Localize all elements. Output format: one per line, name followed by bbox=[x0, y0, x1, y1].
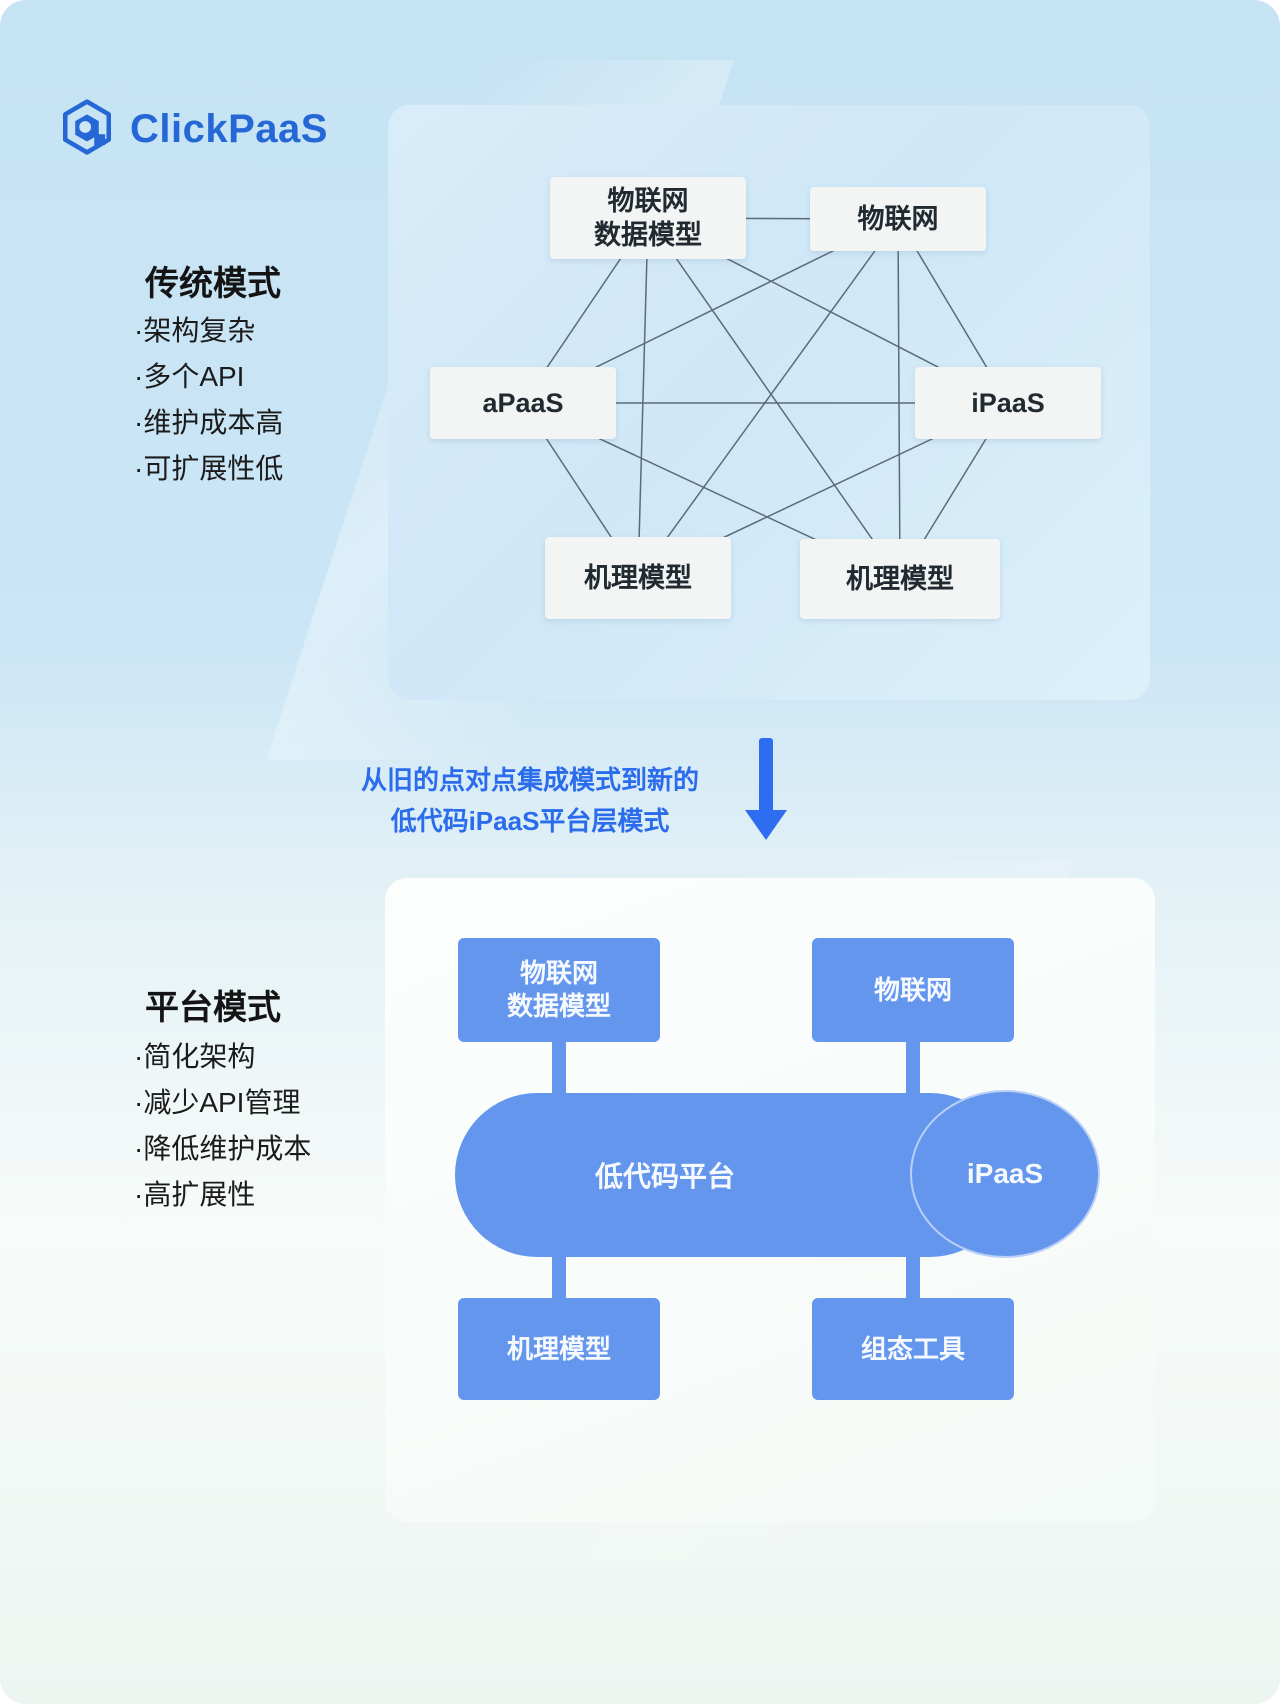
bullet-item: ·多个API bbox=[134, 361, 245, 392]
down-arrow-head-icon bbox=[745, 810, 787, 840]
node-mechanism-left: 机理模型 bbox=[545, 537, 731, 619]
connector-line bbox=[552, 1253, 566, 1303]
transition-caption: 从旧的点对点集成模式到新的 低代码iPaaS平台层模式 bbox=[330, 760, 730, 842]
connector-line bbox=[906, 1253, 920, 1303]
node-mechanism-right: 机理模型 bbox=[800, 539, 1000, 619]
connector-line bbox=[906, 1040, 920, 1098]
bullet-item: ·简化架构 bbox=[134, 1041, 256, 1072]
clickpaas-logo-icon bbox=[58, 98, 116, 161]
low-code-platform-label: 低代码平台 bbox=[594, 1161, 735, 1192]
platform-diagram: 物联网 数据模型 物联网 低代码平台 iPaaS 机理模型 组态工具 bbox=[385, 878, 1155, 1522]
node-ipaas: iPaaS bbox=[915, 367, 1101, 439]
transition-caption-line2: 低代码iPaaS平台层模式 bbox=[390, 806, 670, 836]
bullet-item: ·降低维护成本 bbox=[134, 1133, 312, 1164]
node-config-tool: 组态工具 bbox=[812, 1298, 1014, 1400]
node-iot: 物联网 bbox=[812, 938, 1014, 1042]
node-iot-data-model: 物联网 数据模型 bbox=[458, 938, 660, 1042]
node-apaas: aPaaS bbox=[430, 367, 616, 439]
clickpaas-logo-text: ClickPaaS bbox=[130, 107, 328, 151]
down-arrow-icon bbox=[759, 738, 773, 814]
platform-mode-title: 平台模式 bbox=[145, 989, 281, 1027]
platform-mode-bullets: ·简化架构 ·减少API管理 ·降低维护成本 ·高扩展性 bbox=[134, 1034, 311, 1218]
bullet-item: ·减少API管理 bbox=[134, 1087, 301, 1118]
node-iot-data-model: 物联网 数据模型 bbox=[550, 177, 746, 259]
bullet-item: ·可扩展性低 bbox=[134, 453, 284, 484]
transition-caption-line1: 从旧的点对点集成模式到新的 bbox=[360, 765, 699, 795]
clickpaas-logo: ClickPaaS bbox=[58, 98, 328, 161]
traditional-mode-bullets: ·架构复杂 ·多个API ·维护成本高 ·可扩展性低 bbox=[134, 308, 283, 492]
bullet-item: ·高扩展性 bbox=[134, 1179, 256, 1210]
connector-line bbox=[552, 1040, 566, 1098]
node-ipaas: iPaaS bbox=[910, 1090, 1100, 1258]
node-mechanism: 机理模型 bbox=[458, 1298, 660, 1400]
bullet-item: ·维护成本高 bbox=[134, 407, 284, 438]
traditional-mode-title: 传统模式 bbox=[145, 265, 281, 303]
bullet-item: ·架构复杂 bbox=[134, 315, 256, 346]
traditional-diagram: 物联网 数据模型 物联网 aPaaS iPaaS 机理模型 机理模型 bbox=[388, 105, 1150, 700]
node-iot: 物联网 bbox=[810, 187, 986, 251]
